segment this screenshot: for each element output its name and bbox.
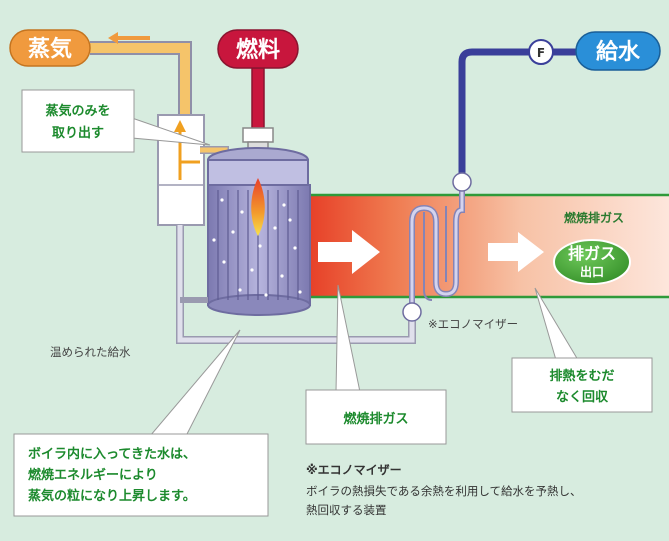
boiler-note-3: 蒸気の粒になり上昇します。 (28, 488, 196, 504)
feedwater-badge: 給水 (575, 31, 661, 71)
fuel-badge: 燃料 (217, 29, 299, 69)
arrow-right-icon (488, 232, 544, 272)
callout-boiler-water: ボイラ内に入ってきた水は、 燃焼エネルギーにより 蒸気の粒になり上昇します。 (13, 329, 269, 517)
steam-badge: 蒸気 (9, 29, 91, 67)
exhaust-outlet-label-2: 出口 (580, 264, 604, 279)
boiler-note-2: 燃焼エネルギーにより (28, 467, 158, 483)
steam-extract-text-1: 蒸気のみを (45, 103, 110, 119)
footnote-line-1: ボイラの熱損失である余熱を利用して給水を予熱し、 (306, 484, 582, 498)
exhaust-band-label: 燃焼排ガス (564, 210, 624, 225)
heat-recovery-text-2: なく回収 (556, 390, 609, 405)
callout-steam-extract: 蒸気のみを 取り出す (21, 89, 211, 153)
callout-combustion-gas: 燃焼排ガス (305, 284, 447, 445)
warmed-feedwater-label: 温められた給水 (50, 345, 131, 359)
steam-extract-text-2: 取り出す (52, 125, 104, 141)
steam-label: 蒸気 (28, 36, 72, 62)
heat-recovery-text-1: 排熱をむだ (549, 368, 614, 384)
callout-heat-recovery: 排熱をむだ なく回収 (511, 287, 653, 413)
fuel-pipe (242, 67, 274, 157)
economizer-coil (409, 182, 465, 312)
economizer-note: ※エコノマイザー (428, 317, 518, 331)
footnote-line-2: 熱回収する装置 (306, 503, 387, 517)
footnote-title: ※エコノマイザー (306, 463, 402, 477)
fuel-label: 燃料 (236, 37, 280, 63)
warmed-feedwater-pipe (176, 225, 416, 344)
valve-icon (402, 302, 422, 322)
exhaust-outlet-badge: 排ガス 出口 (553, 239, 631, 285)
feedwater-pipe (458, 48, 580, 182)
boiler-note-1: ボイラ内に入ってきた水は、 (28, 446, 196, 462)
exhaust-outlet-label-1: 排ガス (568, 244, 616, 263)
feedwater-label: 給水 (596, 39, 641, 65)
valve-icon (452, 172, 472, 192)
combustion-gas-text: 燃焼排ガス (343, 411, 408, 427)
flame-icon (251, 178, 265, 236)
footnote: ※エコノマイザー ボイラの熱損失である余熱を利用して給水を予熱し、 熱回収する装… (306, 463, 582, 517)
arrow-left-icon (108, 32, 150, 44)
flow-meter-label: F (537, 46, 545, 60)
flow-meter-icon: F (528, 39, 554, 65)
arrow-right-icon (318, 230, 380, 274)
